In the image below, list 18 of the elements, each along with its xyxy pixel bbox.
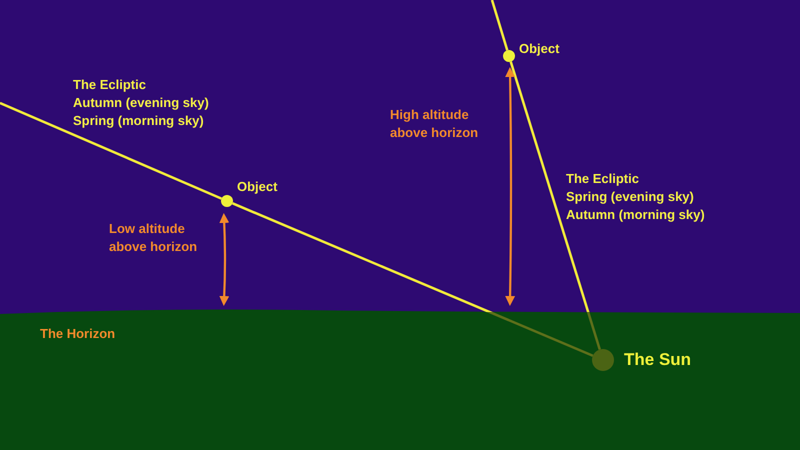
ecliptic-line	[0, 102, 222, 200]
annotation-text: High altitude above horizon	[390, 106, 480, 142]
annotation-text: Spring (morning sky)	[73, 112, 204, 130]
object-dot	[503, 50, 515, 62]
annotation-text: The Horizon	[40, 325, 116, 343]
annotation-text: The Ecliptic	[566, 170, 639, 188]
annotation-text: Autumn (morning sky)	[566, 206, 705, 224]
sun-label: The Sun	[624, 349, 692, 371]
object-label: Object	[237, 178, 278, 196]
ecliptic-line	[510, 61, 601, 350]
annotation-text: Spring (evening sky)	[566, 188, 694, 206]
annotation-text: Autumn (evening sky)	[73, 94, 209, 112]
object-dot	[221, 195, 233, 207]
ecliptic-line	[232, 202, 594, 357]
annotation-text: Low altitude above horizon	[109, 220, 198, 256]
annotation-text: The Ecliptic	[73, 76, 146, 94]
ecliptic-line	[490, 0, 508, 51]
object-label: Object	[519, 40, 560, 58]
